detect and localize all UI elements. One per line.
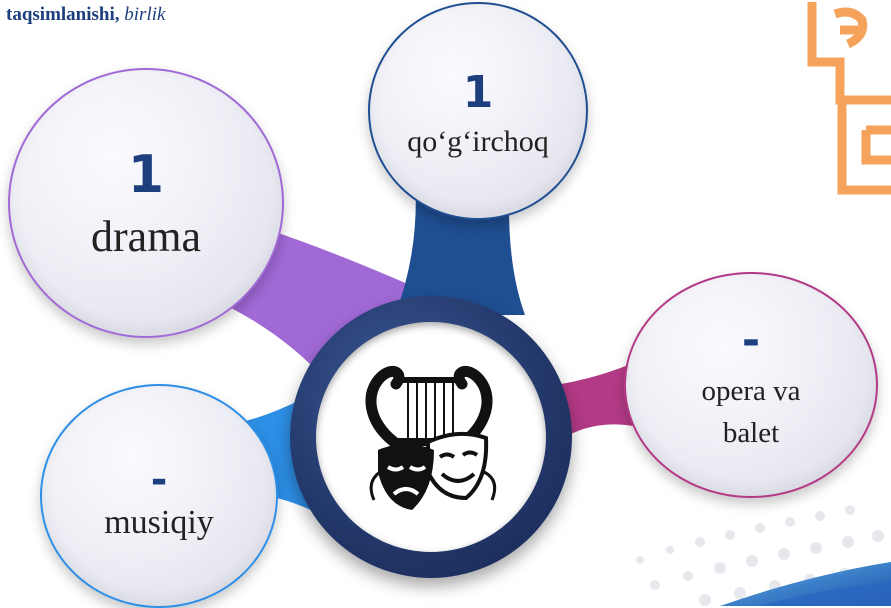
node-opera-line2: balet bbox=[722, 417, 780, 449]
node-qogirchoq-number: 1 bbox=[462, 67, 494, 119]
node-musiqiy: - musiqiy bbox=[40, 384, 278, 608]
node-qogirchoq-label: qo‘g‘irchoq bbox=[407, 125, 549, 159]
node-opera-line1: opera va bbox=[701, 374, 801, 407]
theatre-award-icon bbox=[807, 2, 891, 195]
center-hub-inner bbox=[316, 322, 546, 552]
node-musiqiy-number: - bbox=[150, 456, 168, 503]
node-qogirchoq: 1 qo‘g‘irchoq bbox=[368, 2, 588, 220]
header-italic: birlik bbox=[124, 4, 166, 25]
header-bold: taqsimlanishi, bbox=[6, 4, 120, 25]
node-opera-number: - bbox=[741, 314, 761, 366]
node-musiqiy-label: musiqiy bbox=[104, 503, 214, 541]
lyre-theatre-masks-icon bbox=[365, 366, 497, 510]
node-opera: - opera va balet bbox=[624, 272, 878, 498]
header-text: taqsimlanishi, birlik bbox=[6, 4, 165, 26]
center-hub bbox=[290, 296, 572, 578]
node-drama-label: drama bbox=[91, 211, 201, 261]
node-drama-number: 1 bbox=[127, 144, 165, 205]
node-drama: 1 drama bbox=[8, 68, 284, 338]
